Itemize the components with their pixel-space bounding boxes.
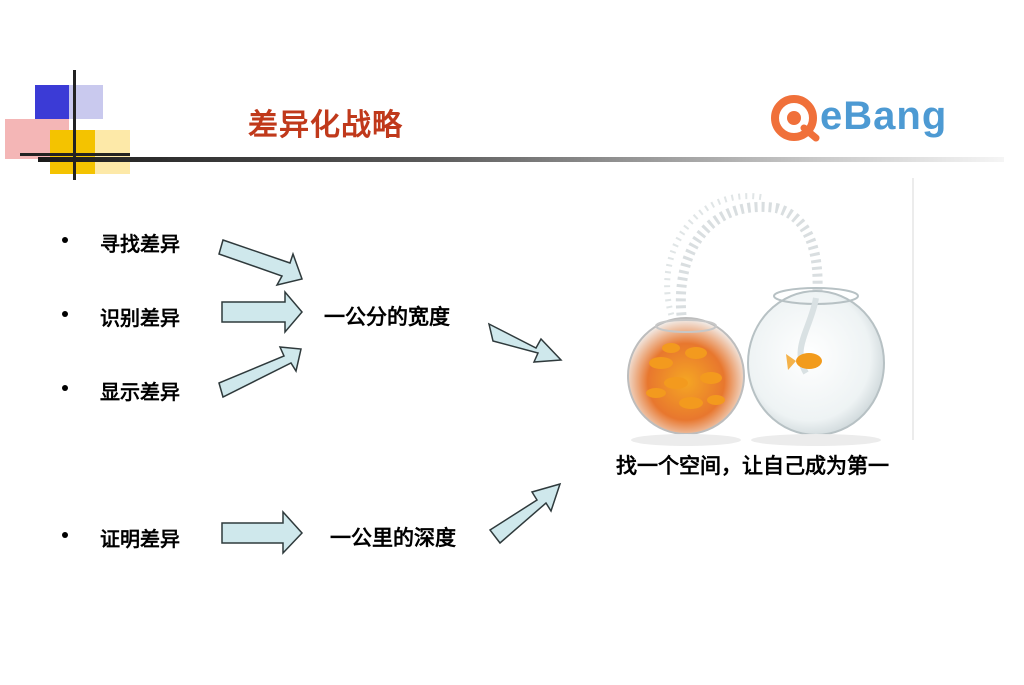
bullet-dot	[62, 385, 68, 391]
arrow-find-to-breadth	[218, 239, 303, 287]
corner-decoration	[0, 70, 140, 180]
bullet-dot	[62, 311, 68, 317]
bullet-identify-difference: 识别差异	[100, 306, 180, 330]
arrow-breadth-to-image	[487, 322, 563, 363]
title-divider	[38, 157, 1004, 162]
arrow-prove-to-depth	[221, 510, 304, 555]
bullet-prove-difference: 证明差异	[100, 527, 180, 551]
bullet-dot	[62, 532, 68, 538]
depth-label: 一公里的深度	[330, 526, 456, 550]
arrow-depth-to-image	[488, 482, 562, 545]
slide-title: 差异化战略	[248, 108, 403, 143]
goldfish-icon	[786, 353, 822, 370]
logo-text: eBang	[820, 94, 948, 138]
bullet-show-difference: 显示差异	[100, 380, 180, 404]
bullet-dot	[62, 237, 68, 243]
ebang-logo: eBang	[768, 92, 946, 144]
arrow-identify-to-breadth	[221, 289, 303, 335]
arrow-show-to-breadth	[218, 346, 302, 399]
image-caption: 找一个空间，让自己成为第一	[616, 454, 889, 478]
breadth-label: 一公分的宽度	[324, 305, 450, 329]
logo-q-icon	[771, 95, 820, 142]
fishbowl-jump-icon	[616, 178, 914, 468]
bullet-find-difference: 寻找差异	[100, 232, 180, 256]
